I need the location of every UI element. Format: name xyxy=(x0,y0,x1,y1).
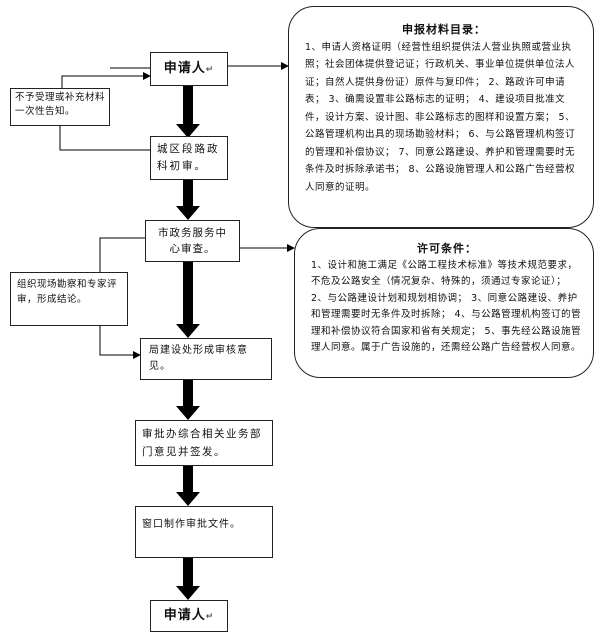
applicant-end-label: 申请人 xyxy=(163,608,206,623)
thick-arrow-5 xyxy=(176,466,200,506)
materials-item-7: 7、同意公路建设、养护和管理需要时无条件及时拆除承诺书； xyxy=(305,146,576,176)
thick-arrow-3 xyxy=(176,262,200,338)
conditions-item-3: 3、同意公路建设、养护和管理需要时无条件及时拆除； xyxy=(311,292,578,321)
conditions-item-5: 5、事先经公路设施管理人同意。属于广告设施的，还需经公路广告经营权人同意。 xyxy=(311,325,582,354)
reject-notice-label: 不予受理或补充材料一次性告知。 xyxy=(15,92,106,117)
thick-arrow-1 xyxy=(176,86,200,138)
window-issue-label: 窗口制作审批文件。 xyxy=(142,519,241,530)
gov-service-node: 市政务服务中心审查。 xyxy=(145,220,240,262)
applicant-start-node: 申请人↵ xyxy=(150,52,228,86)
gov-service-label: 市政务服务中心审查。 xyxy=(158,227,227,255)
conditions-item-1: 1、设计和施工满足《公路工程技术标准》等技术规范要求，不危及公路安全（情况复杂、… xyxy=(311,259,578,288)
window-issue-node: 窗口制作审批文件。 xyxy=(135,506,273,558)
reject-notice-node: 不予受理或补充材料一次性告知。 xyxy=(10,88,110,126)
applicant-end-node: 申请人↵ xyxy=(150,600,228,632)
materials-item-5: 5、公路管理机构出具的现场勘验材料； xyxy=(305,111,576,141)
conditions-item-2: 2、与公路建设计划和规划相协调； xyxy=(311,292,468,304)
connector-gov-survey xyxy=(99,237,145,272)
thick-arrow-6 xyxy=(176,558,200,600)
materials-item-6: 6、与公路管理机构签订的管理和补偿协议； xyxy=(305,129,576,158)
connector-reject-applicant xyxy=(61,72,151,88)
county-review-node: 城区段路政科初审。 xyxy=(150,136,228,180)
bureau-opinion-label: 局建设处形成审核意见。 xyxy=(149,345,248,372)
conditions-item-4: 4、与公路管理机构签订的管理和补偿协议符合国家和省有关规定； xyxy=(311,309,582,337)
applicant-start-label: 申请人 xyxy=(163,61,206,76)
thick-arrow-2 xyxy=(176,180,200,220)
materials-item-4: 4、建设项目批准文件，设计方案、设计图、非公路标志的图样和设置方案； xyxy=(305,94,566,123)
bureau-opinion-node: 局建设处形成审核意见。 xyxy=(140,338,272,380)
conditions-title: 许可条件： xyxy=(417,242,477,255)
materials-item-3: 3、确需设置非公路标志的证明； xyxy=(328,94,476,105)
joint-approval-node: 审批办综合相关业务部门意见并签发。 xyxy=(135,420,273,466)
joint-approval-label: 审批办综合相关业务部门意见并签发。 xyxy=(142,428,262,458)
county-review-label: 城区段路政科初审。 xyxy=(157,143,220,172)
materials-item-1: 1、申请人资格证明（经营性组织提供法人营业执照或营业执照；社会团体提供登记证；行… xyxy=(305,41,576,88)
field-survey-node: 组织现场勘察和专家评审，形成结论。 xyxy=(10,272,128,326)
materials-list-box: 申报材料目录： 1、申请人资格证明（经营性组织提供法人营业执照或营业执照；社会团… xyxy=(288,6,594,228)
conditions-box: 许可条件： 1、设计和施工满足《公路工程技术标准》等技术规范要求，不危及公路安全… xyxy=(294,228,594,378)
thick-arrow-4 xyxy=(176,380,200,420)
materials-item-2: 2、路政许可申请表； xyxy=(305,76,566,106)
field-survey-label: 组织现场勘察和专家评审，形成结论。 xyxy=(17,279,118,305)
materials-title: 申报材料目录： xyxy=(402,23,486,36)
materials-item-8: 8、公路设施管理人和公路广告经营权人同意的证明。 xyxy=(305,164,576,193)
connector-survey-bureau xyxy=(99,326,141,359)
